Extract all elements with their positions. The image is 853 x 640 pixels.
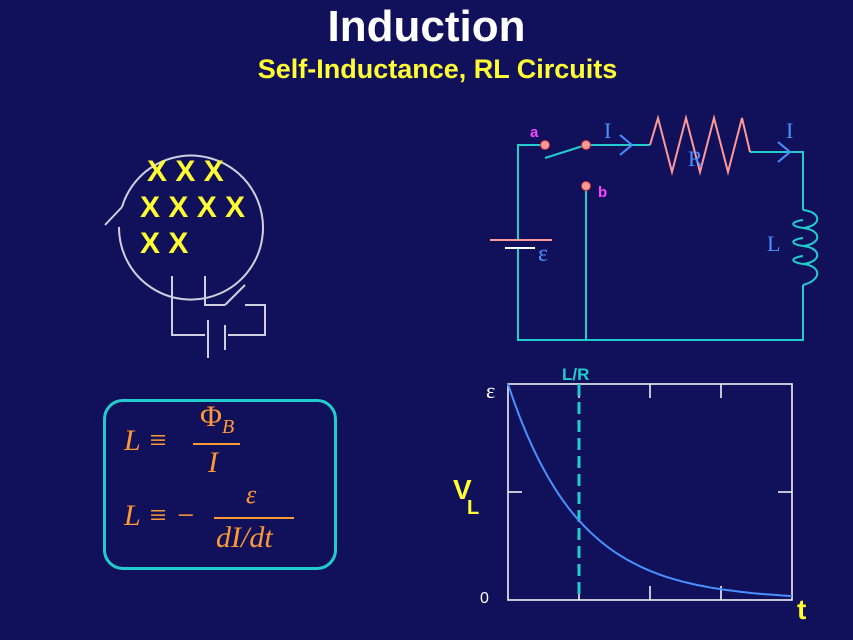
flux-x-row-1: X X X: [147, 155, 224, 188]
loop-switch-blade: [224, 284, 246, 306]
node-b-dot: [581, 181, 591, 191]
node-a-dot: [540, 140, 550, 150]
current-label-right: I: [786, 118, 794, 143]
y-axis-label: V: [453, 474, 472, 506]
formula-1-numerator: ΦB: [200, 400, 234, 439]
resistor-label: R: [688, 146, 703, 171]
y-axis-label-subscript: L: [467, 497, 480, 519]
formula-2-numerator: ε: [246, 480, 257, 509]
loop-circle: [117, 154, 264, 301]
formula-1-phi: Φ: [200, 400, 222, 433]
y-axis-label-main: V: [453, 474, 472, 505]
emf-label: ε: [538, 241, 549, 267]
loop-lead-left: [171, 276, 205, 336]
plot-frame: [507, 383, 793, 601]
inductor-coil: [792, 209, 819, 286]
current-arrow-right: [777, 141, 792, 163]
inductor-label: L: [767, 231, 781, 256]
flux-x-row-3: X X: [140, 227, 189, 260]
formula-box: [103, 399, 337, 570]
wire-left-top: [517, 144, 545, 240]
y-zero-label: 0: [480, 590, 489, 607]
wire-right-top: [750, 151, 804, 210]
current-label-left: I: [604, 118, 612, 143]
node-switch-dot: [581, 140, 591, 150]
series-line: [507, 383, 793, 598]
wire-left-bottom: [517, 248, 804, 341]
resistor-zigzag: [649, 114, 751, 176]
formula-2-lhs: L ≡ −: [124, 499, 196, 532]
loop-lead-tick: [104, 206, 123, 226]
formula-2-denominator: dI/dt: [216, 521, 273, 554]
node-a-label: a: [530, 124, 539, 141]
loop-lead-right: [204, 276, 225, 306]
loop-lead-return: [228, 304, 266, 336]
x-axis-label: t: [797, 594, 807, 625]
switch-blade: [544, 144, 587, 159]
node-b-label: b: [598, 184, 608, 201]
flux-x-row-2: X X X X: [140, 191, 246, 224]
axis-ticks: [508, 384, 792, 600]
formula-1-phi-subscript: B: [221, 416, 235, 438]
formula-1-lhs: L ≡: [124, 424, 168, 457]
current-arrow-left: [619, 134, 634, 156]
marker-label: L/R: [562, 365, 590, 384]
y-top-label: ε: [486, 378, 496, 403]
page-subtitle: Self-Inductance, RL Circuits: [257, 54, 618, 84]
formula-1-denominator: I: [208, 446, 218, 479]
page-title: Induction: [327, 2, 526, 51]
